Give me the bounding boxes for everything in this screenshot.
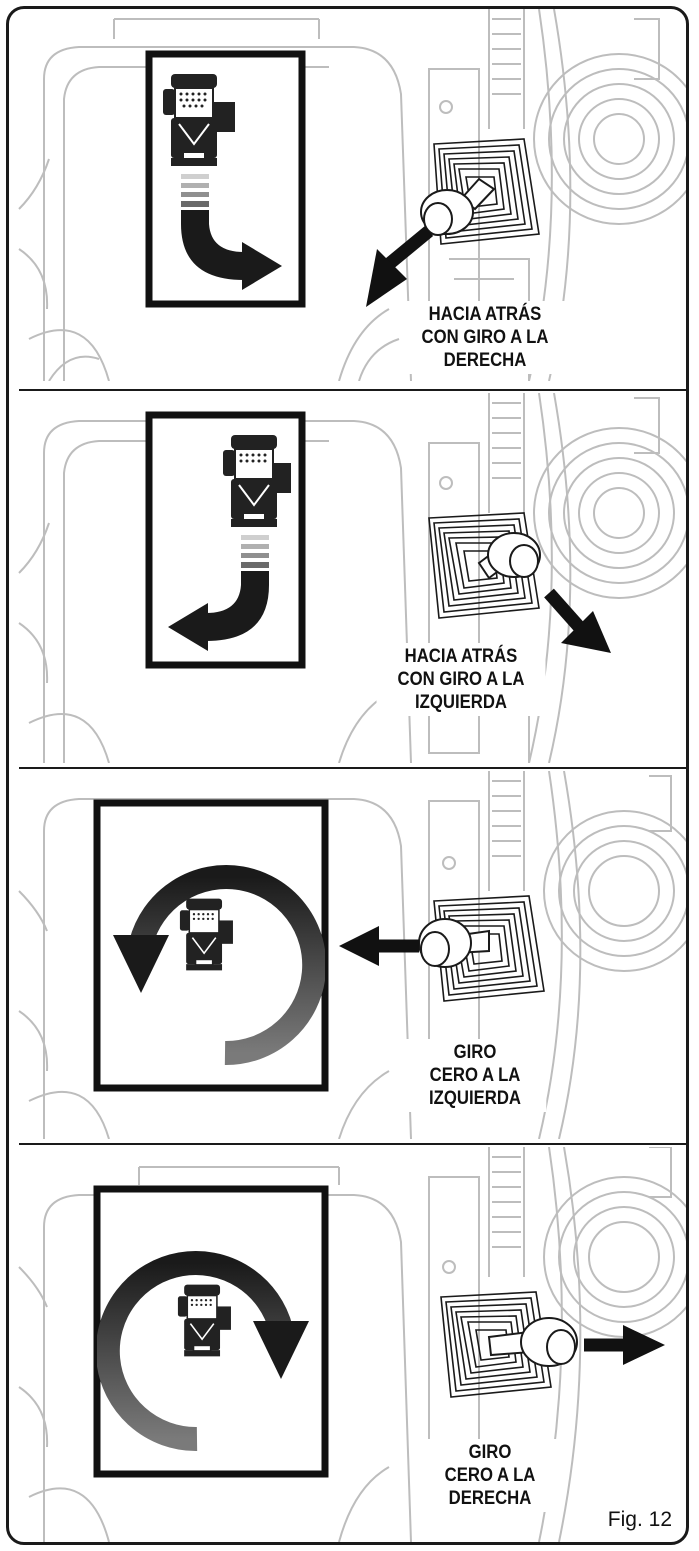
panel-divider: [19, 767, 686, 769]
mower-icon: [223, 435, 291, 527]
figure-label: Fig. 12: [607, 1508, 672, 1531]
zero-turn-diagram: [97, 1251, 309, 1452]
panel-reverse-right: HACIA ATRÁS CON GIRO A LA DERECHA: [9, 9, 686, 381]
turn-path-arrow: [181, 174, 282, 290]
mower-icon: [163, 74, 235, 166]
rotation-arc-arrow: [97, 1251, 293, 1452]
panel-zero-turn-left: GIRO CERO A LA IZQUIERDA: [9, 771, 686, 1139]
machine-background-illustration: [18, 393, 686, 763]
mower-turn-diagram: [163, 74, 282, 290]
mower-icon: [179, 898, 233, 971]
panel-divider: [19, 389, 686, 391]
panel-divider: [19, 1143, 686, 1145]
turn-path-arrow: [168, 535, 269, 651]
mower-icon: [177, 1284, 231, 1357]
panel-reverse-left: HACIA ATRÁS CON GIRO A LA IZQUIERDA: [9, 393, 686, 763]
caption-zero-turn-left: GIRO CERO A LA IZQUIERDA: [403, 1039, 547, 1112]
rotation-arc-arrow: [129, 865, 325, 1066]
caption-reverse-right: HACIA ATRÁS CON GIRO A LA DERECHA: [400, 301, 570, 374]
machine-background-illustration: [18, 9, 686, 381]
caption-reverse-left: HACIA ATRÁS CON GIRO A LA IZQUIERDA: [376, 643, 546, 716]
mower-turn-diagram: [168, 435, 291, 651]
panel-zero-turn-right: GIRO CERO A LA DERECHA: [9, 1147, 686, 1542]
caption-zero-turn-right: GIRO CERO A LA DERECHA: [418, 1439, 562, 1512]
zero-turn-diagram: [113, 865, 325, 1066]
figure-frame: HACIA ATRÁS CON GIRO A LA DERECHA: [6, 6, 689, 1545]
